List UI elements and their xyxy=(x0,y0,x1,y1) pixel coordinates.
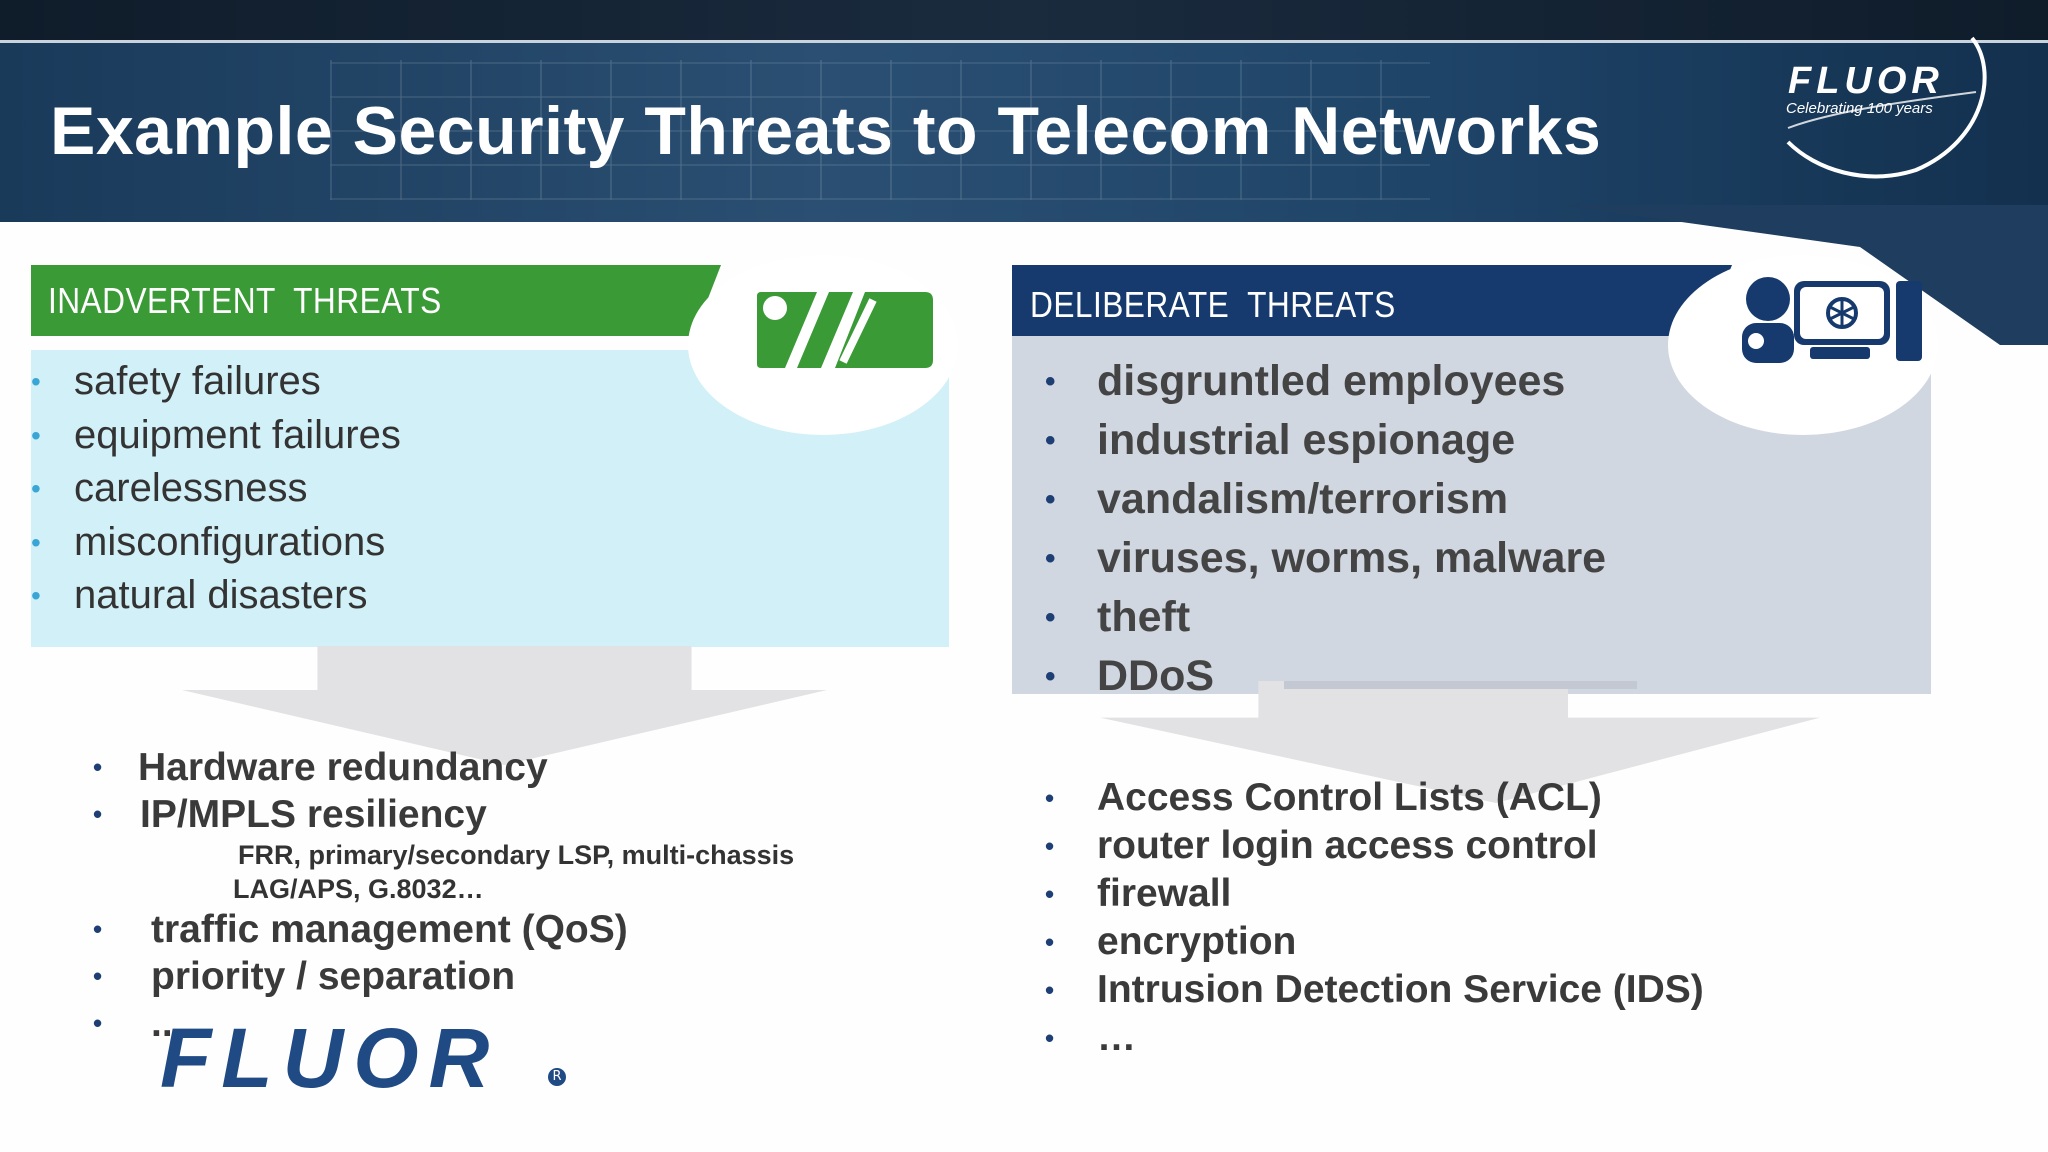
bullet-icon: • xyxy=(1045,601,1056,634)
list-item: • Intrusion Detection Service (IDS) xyxy=(1012,966,1704,1014)
list-item-text: Hardware redundancy xyxy=(138,746,548,789)
deliberate-threats-list: • disgruntled employees • industrial espio… xyxy=(1012,352,1606,706)
list-item-text: Access Control Lists (ACL) xyxy=(1097,776,1602,819)
list-item: • disgruntled employees xyxy=(1012,352,1606,411)
list-item: •.. xyxy=(93,1000,794,1047)
sub-line: FRR, primary/secondary LSP, multi-chassi… xyxy=(238,840,795,870)
bullet-icon: • xyxy=(93,752,103,782)
bullet-icon: • xyxy=(1045,1023,1055,1053)
list-item: • Access Control Lists (ACL) xyxy=(1012,774,1704,822)
list-item-text: traffic management (QoS) xyxy=(151,908,628,951)
broken-link-icon xyxy=(757,292,933,368)
inadvertent-threats-heading: INADVERTENT THREATS xyxy=(48,280,442,321)
biohazard-attacker-icon xyxy=(1742,277,1922,363)
list-item: •… xyxy=(1012,1014,1704,1062)
header-top-strip xyxy=(0,0,2048,40)
bullet-icon: • xyxy=(93,799,103,829)
list-item-text: vandalism/terrorism xyxy=(1097,475,1509,523)
list-item: • vandalism/terrorism xyxy=(1012,470,1606,529)
bullet-icon: • xyxy=(1045,542,1056,575)
list-item-text: misconfigurations xyxy=(74,519,386,564)
header-banner: Example Security Threats to Telecom Netw… xyxy=(0,0,2048,222)
list-item-text: safety failures xyxy=(74,359,321,403)
list-item: • equipment failures xyxy=(31,409,401,463)
list-item-text: equipment failures xyxy=(74,412,401,457)
bullet-icon: • xyxy=(1045,424,1056,457)
slide-title: Example Security Threats to Telecom Netw… xyxy=(50,93,1602,169)
bullet-icon: • xyxy=(1045,975,1055,1005)
list-item-text: … xyxy=(1097,1016,1136,1059)
bullet-icon: • xyxy=(93,961,103,991)
bullet-icon: • xyxy=(1045,879,1055,909)
bullet-icon: • xyxy=(1045,483,1056,516)
registered-mark: R xyxy=(548,1068,566,1086)
bullet-icon: • xyxy=(93,914,103,944)
logo-tagline: Celebrating 100 years xyxy=(1786,100,1933,117)
list-item: • misconfigurations xyxy=(31,516,401,570)
list-item-text: IP/MPLS resiliency xyxy=(140,793,487,836)
list-item: • traffic management (QoS) xyxy=(93,906,794,953)
list-item: • theft xyxy=(1012,588,1606,647)
inadvertent-threats-header xyxy=(31,265,721,336)
deliberate-threats-header xyxy=(1012,265,1732,336)
header-background-pattern xyxy=(330,60,1430,200)
list-item: • carelessness xyxy=(31,462,401,516)
logo-name: FLUOR xyxy=(1788,60,1944,102)
list-item-text: disgruntled employees xyxy=(1097,357,1566,405)
list-item-text: priority / separation xyxy=(151,955,516,998)
list-item: • router login access control xyxy=(1012,822,1704,870)
list-item-text: theft xyxy=(1097,593,1191,641)
list-item-text: carelessness xyxy=(74,466,308,510)
list-item: • natural disasters xyxy=(31,569,401,623)
list-item: • DDoS xyxy=(1012,647,1606,706)
list-item-text: industrial espionage xyxy=(1097,416,1516,464)
bullet-icon: • xyxy=(31,419,41,451)
bullet-icon: • xyxy=(31,473,41,504)
list-item: • priority / separation xyxy=(93,953,794,1000)
bullet-icon: • xyxy=(31,580,41,611)
sub-line: LAG/APS, G.8032… xyxy=(233,874,484,904)
list-item: • safety failures xyxy=(31,355,401,409)
bullet-icon: • xyxy=(1045,365,1056,398)
list-item: • industrial espionage xyxy=(1012,411,1606,470)
logo-arc-icon xyxy=(1786,36,1987,179)
list-item: • viruses, worms, malware xyxy=(1012,529,1606,588)
fluor-footer-logo: FLUOR xyxy=(160,1011,500,1105)
list-item-text: firewall xyxy=(1097,872,1232,915)
fluor-header-logo: FLUOR Celebrating 100 years xyxy=(1776,30,1996,180)
bullet-icon: • xyxy=(1045,831,1055,861)
list-item-text: natural disasters xyxy=(74,573,368,617)
list-item: • Hardware redundancy xyxy=(93,744,794,791)
arrow-cap xyxy=(1284,681,1637,689)
bullet-icon: • xyxy=(1045,660,1056,693)
list-item-text: router login access control xyxy=(1097,824,1598,867)
header-divider xyxy=(0,40,2048,43)
list-item: • firewall xyxy=(1012,870,1704,918)
list-item-text: encryption xyxy=(1097,920,1297,963)
list-item-text: Intrusion Detection Service (IDS) xyxy=(1097,968,1704,1011)
bullet-icon: • xyxy=(31,366,41,397)
bullet-icon: • xyxy=(1045,927,1055,957)
deliberate-threats-heading: DELIBERATE THREATS xyxy=(1030,284,1396,325)
list-item: • IP/MPLS resiliency xyxy=(93,791,794,838)
deliberate-remedies-list: • Access Control Lists (ACL) • router logi… xyxy=(1012,774,1704,1062)
bullet-icon: • xyxy=(31,526,41,558)
bullet-icon: • xyxy=(1045,783,1055,813)
inadvertent-threats-list: • safety failures • equipment failures • ca… xyxy=(31,355,401,623)
list-item-text: .. xyxy=(151,1002,173,1045)
inadvertent-remedies-list: • Hardware redundancy • IP/MPLS resiliency… xyxy=(93,744,795,1047)
list-item-text: viruses, worms, malware xyxy=(1097,534,1607,582)
bullet-icon: • xyxy=(93,1008,103,1038)
list-item-text: DDoS xyxy=(1097,652,1215,700)
list-item: • encryption xyxy=(1012,918,1704,966)
